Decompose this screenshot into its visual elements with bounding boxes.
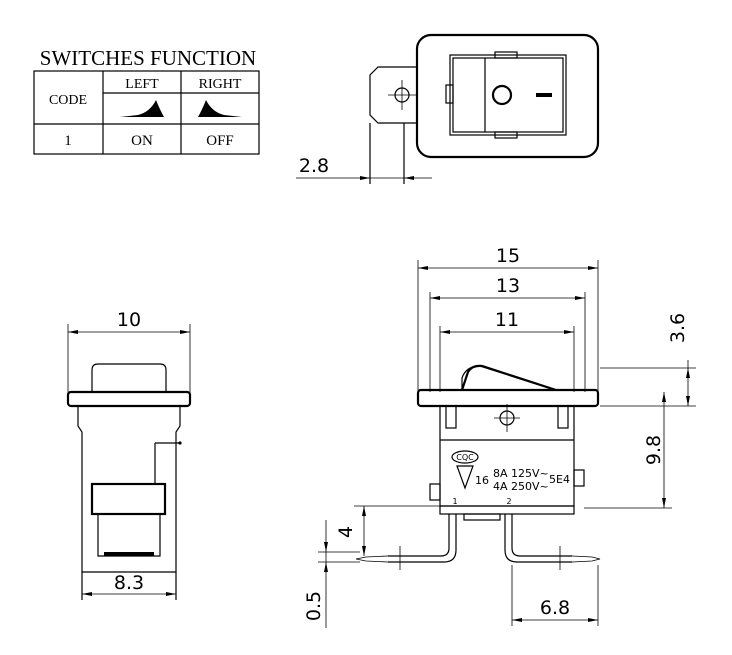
terminal-1-label: 1 bbox=[452, 497, 457, 506]
dim-2-8: 2.8 bbox=[299, 155, 329, 177]
on-symbol bbox=[491, 84, 513, 106]
cqc-mark bbox=[451, 450, 479, 464]
enec-mark bbox=[456, 465, 474, 490]
dim-6-8: 6.8 bbox=[540, 597, 570, 619]
table-title: SWITCHES FUNCTION bbox=[40, 46, 256, 70]
dim-9-8: 9.8 bbox=[643, 435, 665, 465]
col-left-header: LEFT bbox=[125, 77, 159, 92]
dim-15: 15 bbox=[496, 245, 520, 267]
rocker-left-icon bbox=[120, 100, 164, 117]
rating-num: 16 bbox=[475, 474, 489, 487]
switches-function-table: SWITCHES FUNCTION CODE LEFT RIGHT 1 ON O… bbox=[33, 46, 260, 155]
row-left-value: ON bbox=[131, 133, 153, 149]
dim-11: 11 bbox=[495, 309, 519, 331]
row-code: 1 bbox=[64, 133, 72, 149]
terminal-2-label: 2 bbox=[506, 497, 511, 506]
life-rating: 5E4 bbox=[549, 473, 570, 486]
row-right-value: OFF bbox=[206, 133, 234, 149]
dim-3-6: 3.6 bbox=[667, 313, 689, 343]
svg-text:CQC: CQC bbox=[456, 453, 474, 462]
col-right-header: RIGHT bbox=[199, 77, 242, 92]
front-view: 15 13 11 CQC 16 8A 125V~ bbox=[303, 245, 696, 628]
top-view: 2.8 bbox=[296, 33, 600, 184]
dim-8-3: 8.3 bbox=[114, 572, 144, 594]
off-symbol bbox=[536, 93, 552, 97]
rocker-right-icon bbox=[198, 100, 242, 117]
dim-0-5: 0.5 bbox=[303, 591, 325, 621]
rating-line-1: 8A 125V~ bbox=[493, 467, 549, 480]
dim-10: 10 bbox=[117, 309, 141, 331]
rating-line-2: 4A 250V~ bbox=[493, 480, 549, 493]
col-code-header: CODE bbox=[49, 93, 87, 108]
dim-13: 13 bbox=[496, 275, 520, 297]
dim-4: 4 bbox=[335, 526, 357, 538]
side-view: 10 8.3 bbox=[66, 309, 192, 600]
